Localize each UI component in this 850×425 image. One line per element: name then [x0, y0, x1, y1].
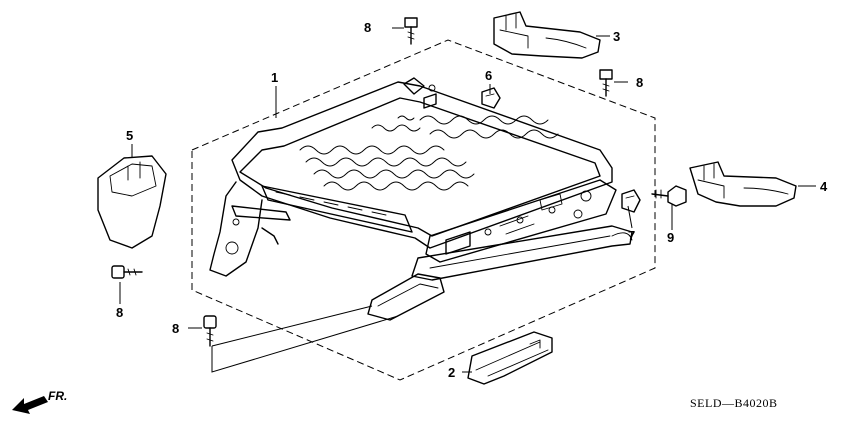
- diagram-code: SELD—B4020B: [690, 396, 778, 410]
- assembly-boundary: [191, 39, 656, 381]
- front-direction-indicator: FR.: [12, 389, 67, 414]
- cover-part-4: [689, 161, 797, 207]
- callout-9: 9: [667, 230, 674, 245]
- bolt-part-9: [651, 185, 687, 207]
- clip-part-6: [481, 87, 501, 109]
- bolt-part-8-left: [111, 265, 143, 279]
- callout-4: 4: [820, 179, 828, 194]
- bolt-part-8-bottom: [203, 315, 217, 347]
- callout-8-top: 8: [364, 20, 371, 35]
- cover-part-5: [97, 155, 167, 249]
- cover-part-3: [493, 11, 601, 59]
- front-arrow-icon: [12, 396, 48, 414]
- slider-cover-part-2: [467, 331, 553, 385]
- clip-part-7: [621, 189, 641, 213]
- bolt-part-8-top: [404, 17, 418, 45]
- callout-1: 1: [271, 70, 278, 85]
- callout-5: 5: [126, 128, 133, 143]
- callout-7: 7: [628, 228, 635, 243]
- callout-2: 2: [448, 365, 455, 380]
- callout-3: 3: [613, 29, 620, 44]
- bolt-part-8-right: [599, 69, 613, 97]
- front-label: FR.: [48, 389, 67, 403]
- callout-6: 6: [485, 68, 492, 83]
- callout-8-left: 8: [116, 305, 123, 320]
- leader-lines: [119, 27, 816, 373]
- callout-8-right: 8: [636, 75, 643, 90]
- seat-frame-part-1: [209, 77, 633, 321]
- callout-8-bottom: 8: [172, 321, 179, 336]
